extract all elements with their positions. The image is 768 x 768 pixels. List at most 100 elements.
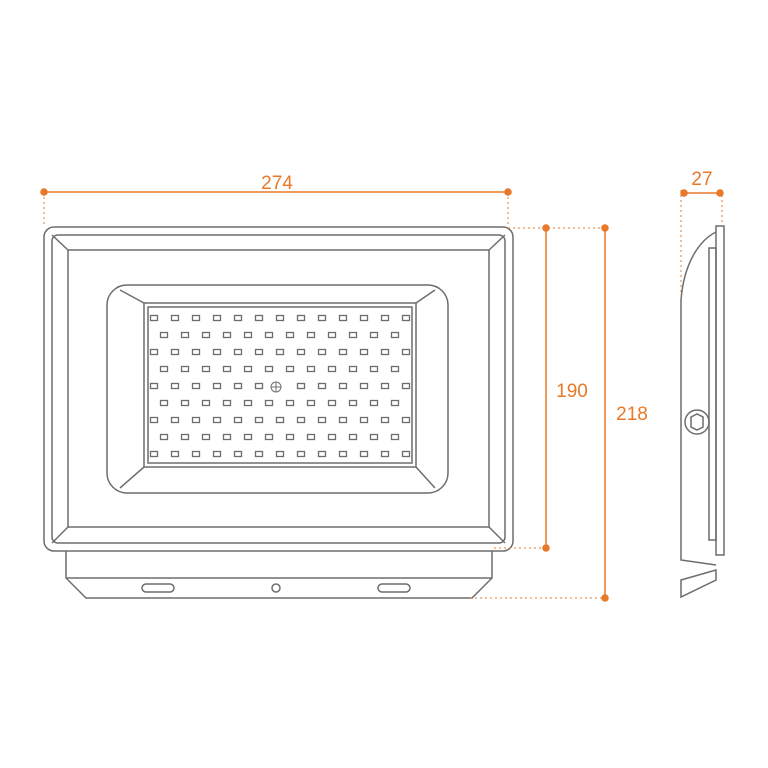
led-chip [201, 365, 211, 373]
led-chip [149, 382, 159, 390]
led-chip [317, 450, 327, 458]
led-chip [306, 399, 316, 407]
led-chip [401, 450, 411, 458]
led-chip [348, 331, 358, 339]
side-pivot-bolt [684, 409, 710, 435]
led-chip [233, 416, 243, 424]
led-chip [348, 365, 358, 373]
led-chip [380, 314, 390, 322]
led-chip [159, 331, 169, 339]
led-chip [254, 382, 264, 390]
led-chip [380, 450, 390, 458]
led-chip [243, 365, 253, 373]
led-chip [201, 399, 211, 407]
led-chip [390, 331, 400, 339]
led-chip [359, 314, 369, 322]
led-chip [180, 365, 190, 373]
led-chip [369, 365, 379, 373]
led-chip [359, 416, 369, 424]
led-chip [233, 450, 243, 458]
led-chip [222, 433, 232, 441]
led-chip [285, 365, 295, 373]
front-housing [43, 226, 514, 552]
bottom-bracket [65, 551, 493, 599]
led-chip [296, 314, 306, 322]
led-chip [401, 416, 411, 424]
led-chip [380, 382, 390, 390]
side-housing [715, 225, 725, 556]
led-chip [180, 433, 190, 441]
led-chip [191, 314, 201, 322]
led-chip [327, 365, 337, 373]
led-chip [359, 382, 369, 390]
led-chip [212, 382, 222, 390]
led-chip [296, 348, 306, 356]
led-chip [243, 399, 253, 407]
led-chip [233, 314, 243, 322]
led-chip [170, 416, 180, 424]
led-chip [348, 433, 358, 441]
led-chip [390, 433, 400, 441]
led-chip [170, 314, 180, 322]
led-chip [170, 450, 180, 458]
led-chip [191, 348, 201, 356]
led-chip [348, 399, 358, 407]
led-panel [143, 302, 417, 468]
led-chip [222, 399, 232, 407]
led-chip [380, 348, 390, 356]
led-chip [212, 348, 222, 356]
led-chip [243, 331, 253, 339]
led-chip [327, 399, 337, 407]
total-height-label: 218 [616, 404, 648, 425]
led-chip [338, 382, 348, 390]
led-chip [296, 450, 306, 458]
led-chip [285, 399, 295, 407]
led-chip [401, 314, 411, 322]
led-chip [222, 365, 232, 373]
led-chip [149, 416, 159, 424]
led-chip [264, 365, 274, 373]
led-chip [180, 331, 190, 339]
led-chip [306, 331, 316, 339]
led-chip [159, 399, 169, 407]
led-chip [390, 365, 400, 373]
led-chip [149, 450, 159, 458]
led-chip [254, 416, 264, 424]
led-chip [369, 331, 379, 339]
led-chip [191, 416, 201, 424]
led-chip [338, 348, 348, 356]
led-chip [254, 314, 264, 322]
led-chip [327, 433, 337, 441]
led-chip [317, 314, 327, 322]
led-chip [317, 416, 327, 424]
front-bezel [51, 234, 506, 544]
led-chip [338, 450, 348, 458]
led-chip [191, 450, 201, 458]
led-chip [285, 331, 295, 339]
led-chip [296, 416, 306, 424]
center-sensor-icon [270, 381, 282, 393]
led-chip [285, 433, 295, 441]
led-chip [306, 365, 316, 373]
led-chip [170, 348, 180, 356]
depth-label: 27 [691, 169, 712, 190]
led-chip [275, 416, 285, 424]
led-chip [159, 365, 169, 373]
led-chip [264, 433, 274, 441]
led-chip [191, 382, 201, 390]
led-chip [254, 348, 264, 356]
led-chip [254, 450, 264, 458]
led-chip [338, 416, 348, 424]
led-chip [159, 433, 169, 441]
led-chip [201, 331, 211, 339]
led-chip [243, 433, 253, 441]
led-chip [222, 331, 232, 339]
led-chip [264, 399, 274, 407]
led-chip [317, 382, 327, 390]
led-chip [149, 348, 159, 356]
led-chip [275, 450, 285, 458]
led-chip [359, 450, 369, 458]
led-chip [327, 331, 337, 339]
led-chip [317, 348, 327, 356]
led-chip [212, 416, 222, 424]
